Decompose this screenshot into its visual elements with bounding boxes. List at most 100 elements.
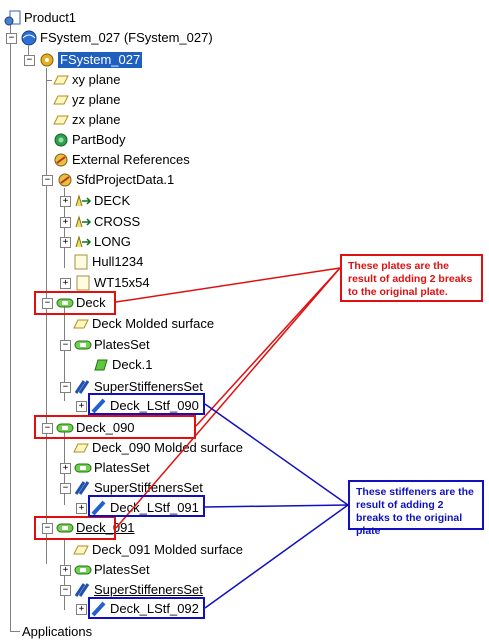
- expand-toggle[interactable]: +: [60, 564, 71, 576]
- highlight-lstf-091: [88, 495, 205, 517]
- reference-arrow-icon: [74, 234, 92, 250]
- plane-icon: [52, 72, 70, 88]
- tree-node-platesset-2[interactable]: + PlatesSet: [60, 458, 150, 478]
- tree-node-wt15x54[interactable]: + WT15x54: [60, 273, 150, 293]
- tree-node-label: Deck_090 Molded surface: [92, 440, 244, 455]
- highlight-lstf-090: [88, 393, 205, 415]
- tree-node-label: PlatesSet: [94, 460, 150, 475]
- tree-node-platesset-1[interactable]: − PlatesSet: [60, 335, 150, 355]
- collapse-toggle[interactable]: −: [42, 422, 53, 434]
- collapse-toggle[interactable]: −: [60, 339, 71, 351]
- collapse-toggle[interactable]: −: [60, 584, 71, 596]
- tree-node-yz-plane[interactable]: yz plane: [52, 90, 120, 110]
- tree-node-deck-090-molded-surface[interactable]: Deck_090 Molded surface: [72, 438, 243, 458]
- expand-toggle[interactable]: +: [60, 195, 71, 207]
- reference-arrow-icon: [74, 214, 92, 230]
- collapse-toggle[interactable]: −: [60, 381, 71, 393]
- tree-node-label: FSystem_027: [58, 52, 143, 68]
- tree-node-label: SuperStiffenersSet: [94, 582, 203, 597]
- product-icon: [4, 10, 22, 26]
- tree-node-label: Deck: [76, 295, 106, 310]
- tree-line: [28, 46, 29, 58]
- tree-node-sfdprojectdata[interactable]: − SfdProjectData.1: [42, 170, 174, 190]
- tree-node-deck-reference[interactable]: + DECK: [60, 191, 130, 211]
- plates-callout: These plates are the result of adding 2 …: [340, 254, 483, 302]
- tree-node-label: FSystem_027 (FSystem_027): [40, 30, 213, 45]
- stiffeners-set-icon: [74, 379, 92, 395]
- collapse-toggle[interactable]: −: [6, 32, 17, 44]
- plate-icon: [92, 357, 110, 373]
- tree-node-fsystem-part[interactable]: − FSystem_027: [24, 50, 143, 70]
- tree-node-xy-plane[interactable]: xy plane: [46, 70, 121, 90]
- tree-node-deck-091[interactable]: − Deck_091: [42, 518, 135, 538]
- tree-node-deck-lstf-092[interactable]: + Deck_LStf_092: [76, 599, 199, 619]
- document-icon: [74, 275, 92, 291]
- stiffeners-set-icon: [74, 480, 92, 496]
- tree-line: [46, 68, 47, 564]
- stiffener-icon: [90, 601, 108, 617]
- tree-node-external-references[interactable]: External References: [52, 150, 190, 170]
- plate-group-icon: [56, 520, 74, 536]
- surface-icon: [72, 440, 90, 456]
- stiffener-icon: [90, 398, 108, 414]
- collapse-toggle[interactable]: −: [42, 174, 53, 186]
- tree-node-label: Hull1234: [92, 254, 144, 269]
- tree-node-label: PlatesSet: [94, 337, 150, 352]
- tree-node-hull1234[interactable]: Hull1234: [72, 252, 143, 272]
- collapse-toggle[interactable]: −: [24, 54, 35, 66]
- tree-node-platesset-3[interactable]: + PlatesSet: [60, 560, 150, 580]
- tree-line: [10, 18, 11, 632]
- tree-node-label: LONG: [94, 234, 131, 249]
- stiffeners-set-icon: [74, 582, 92, 598]
- tree-node-product1[interactable]: Product1: [4, 8, 76, 28]
- tree-node-label: DECK: [94, 193, 131, 208]
- plate-group-icon: [56, 420, 74, 436]
- tree-line: [64, 306, 65, 401]
- collapse-toggle[interactable]: −: [42, 297, 53, 309]
- tree-node-deck-1[interactable]: Deck.1: [92, 355, 152, 375]
- tree-node-superstiffenersset-3[interactable]: − SuperStiffenersSet: [60, 580, 203, 600]
- tree-node-label: Deck_LStf_092: [110, 601, 199, 616]
- tree-node-label: zx plane: [72, 112, 121, 127]
- stiffeners-callout: These stiffeners are the result of addin…: [348, 480, 484, 537]
- highlight-deck-090: [34, 415, 196, 439]
- tree-node-label: xy plane: [72, 72, 121, 87]
- tree-node-label: Product1: [24, 10, 77, 25]
- tree-node-label: Deck Molded surface: [92, 316, 215, 331]
- expand-toggle[interactable]: +: [76, 603, 87, 615]
- project-data-icon: [56, 172, 74, 188]
- tree-node-label: CROSS: [94, 214, 141, 229]
- highlight-deck-091: [34, 516, 116, 540]
- expand-toggle[interactable]: +: [60, 462, 71, 474]
- tree-node-long-reference[interactable]: + LONG: [60, 232, 131, 252]
- tree-node-partbody[interactable]: PartBody: [52, 130, 125, 150]
- tree-node-deck-molded-surface[interactable]: Deck Molded surface: [72, 314, 214, 334]
- tree-node-label: External References: [72, 152, 190, 167]
- surface-icon: [72, 316, 90, 332]
- tree-node-zx-plane[interactable]: zx plane: [52, 110, 120, 130]
- document-icon: [72, 254, 90, 270]
- collapse-toggle[interactable]: −: [60, 482, 71, 494]
- plate-group-icon: [56, 295, 74, 311]
- part-gear-icon: [38, 52, 56, 68]
- surface-icon: [72, 542, 90, 558]
- expand-toggle[interactable]: +: [60, 277, 71, 289]
- tree-node-label: PlatesSet: [94, 562, 150, 577]
- reference-arrow-icon: [74, 193, 92, 209]
- tree-node-deck[interactable]: − Deck: [42, 293, 106, 313]
- plates-set-icon: [74, 562, 92, 578]
- collapse-toggle[interactable]: −: [42, 522, 53, 534]
- tree-node-applications[interactable]: Applications: [20, 622, 92, 642]
- expand-toggle[interactable]: +: [76, 400, 87, 412]
- tree-node-deck-091-molded-surface[interactable]: Deck_091 Molded surface: [72, 540, 243, 560]
- expand-toggle[interactable]: +: [60, 236, 71, 248]
- expand-toggle[interactable]: +: [60, 216, 71, 228]
- tree-node-cross-reference[interactable]: + CROSS: [60, 212, 140, 232]
- stiffener-icon: [90, 500, 108, 516]
- tree-node-fsystem[interactable]: − FSystem_027 (FSystem_027): [6, 28, 213, 48]
- plates-set-icon: [74, 337, 92, 353]
- expand-toggle[interactable]: +: [76, 502, 87, 514]
- tree-node-label: SfdProjectData.1: [76, 172, 175, 187]
- tree-node-label: yz plane: [72, 92, 121, 107]
